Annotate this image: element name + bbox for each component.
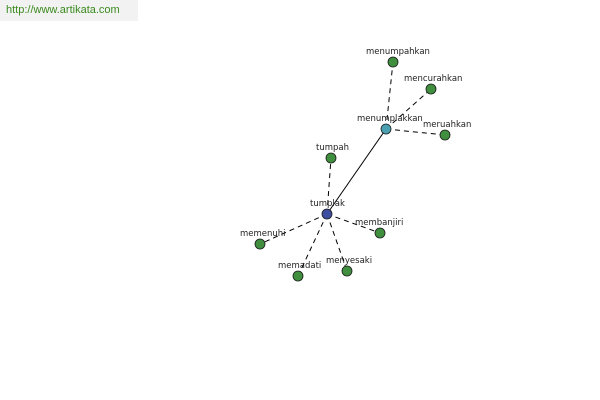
node-label-memadati: memadati (278, 261, 321, 271)
node-label-menumpahkan: menumpahkan (366, 47, 430, 57)
node-membanjiri[interactable] (374, 227, 386, 239)
node-label-mencurahkan: mencurahkan (404, 74, 462, 84)
node-tumpah[interactable] (325, 152, 337, 164)
node-menyesaki[interactable] (341, 265, 353, 277)
edge-tumplak-memenuhi (259, 213, 328, 245)
node-meruahkan[interactable] (439, 129, 451, 141)
labels-layer: tumplak menumplakkan menumpahkan mencurahka… (240, 47, 471, 271)
node-label-tumpah: tumpah (316, 143, 349, 153)
site-link[interactable]: http://www.artikata.com (6, 4, 120, 16)
node-menumpahkan[interactable] (387, 56, 399, 68)
edge-menumplakkan-meruahkan (385, 128, 446, 136)
site-banner: http://www.artikata.com (0, 0, 138, 21)
node-label-menyesaki: menyesaki (326, 256, 372, 266)
node-tumplak[interactable] (321, 208, 333, 220)
node-label-menumplakkan: menumplakkan (357, 114, 423, 124)
edge-tumplak-menyesaki (326, 213, 348, 272)
edge-tumplak-memadati (297, 213, 328, 277)
node-label-membanjiri: membanjiri (355, 218, 403, 228)
node-memadati[interactable] (292, 270, 304, 282)
edge-tumplak-tumpah (326, 157, 332, 215)
node-mencurahkan[interactable] (425, 83, 437, 95)
node-label-tumplak: tumplak (310, 199, 345, 209)
edge-menumplakkan-menumpahkan (385, 61, 394, 130)
edge-tumplak-membanjiri (326, 213, 381, 234)
node-memenuhi[interactable] (254, 238, 266, 250)
node-label-meruahkan: meruahkan (423, 120, 471, 130)
edge-menumplakkan-mencurahkan (385, 88, 432, 130)
edges-layer (259, 61, 446, 277)
nodes-layer (254, 56, 451, 282)
node-label-memenuhi: memenuhi (240, 229, 286, 239)
edge-tumplak-menumplakkan (326, 128, 387, 215)
node-menumplakkan[interactable] (380, 123, 392, 135)
